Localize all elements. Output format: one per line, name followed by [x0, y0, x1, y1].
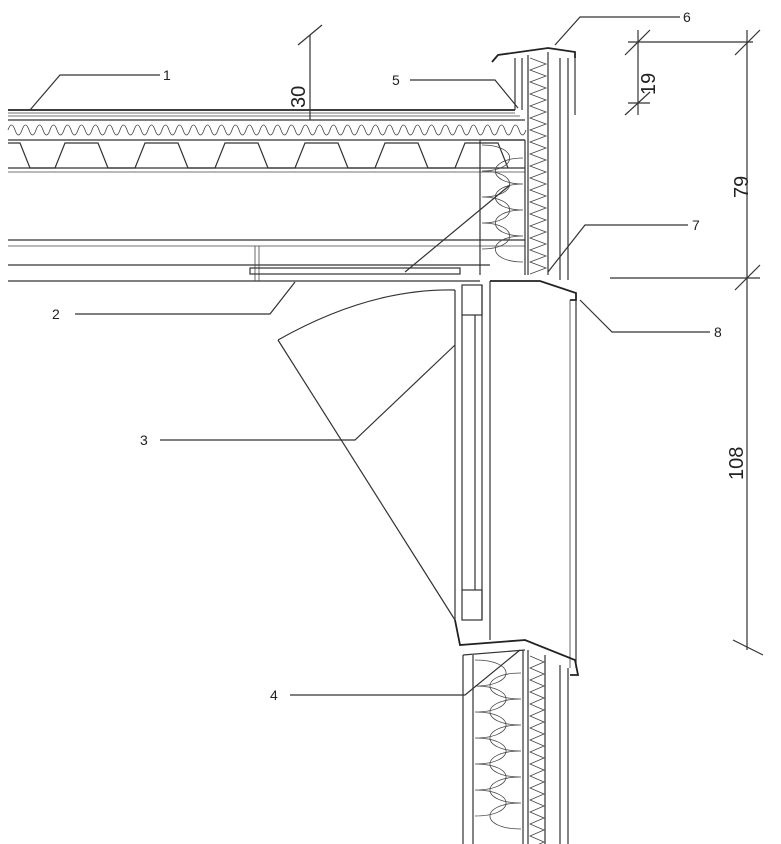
dim-roof-insulation: 30: [288, 86, 310, 108]
window-assembly: [277, 280, 580, 676]
callout-4: 4: [270, 687, 278, 703]
roof-assembly: [7, 109, 527, 282]
callout-5: 5: [392, 72, 400, 88]
callout-3: 3: [140, 432, 148, 448]
callouts: 1 2 3 4 5 6 7 8: [29, 9, 722, 703]
dim-window-height: 108: [726, 447, 748, 480]
callout-6: 6: [683, 9, 691, 25]
dim-edge-height: 79: [731, 176, 753, 198]
callout-2: 2: [52, 306, 60, 322]
callout-1: 1: [163, 67, 171, 83]
parapet-wall: [479, 47, 576, 280]
dimension-lines: 30 19 79 108: [288, 24, 764, 656]
dim-fascia: 19: [638, 73, 660, 95]
callout-7: 7: [692, 217, 700, 233]
lower-wall: [462, 649, 569, 844]
callout-8: 8: [714, 324, 722, 340]
